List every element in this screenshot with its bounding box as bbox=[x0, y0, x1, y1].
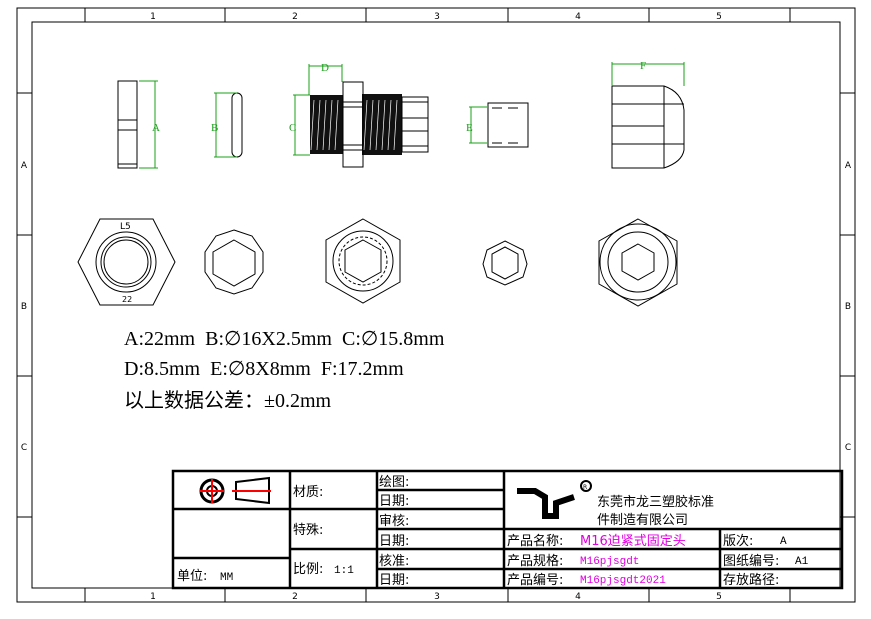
row-label: C bbox=[21, 443, 27, 453]
row-label: A bbox=[21, 161, 28, 171]
approve-label: 核准: bbox=[379, 554, 409, 569]
outer-border bbox=[16, 7, 856, 603]
version-label: 版次: bbox=[723, 533, 753, 549]
unit-label: 单位: bbox=[177, 569, 207, 584]
seal-top-view bbox=[204, 229, 264, 295]
dim-label-b: B bbox=[211, 122, 218, 134]
scale-value: 1:1 bbox=[334, 565, 354, 577]
col-label: 3 bbox=[434, 12, 440, 22]
col-label: 1 bbox=[150, 12, 156, 22]
dim-label-c: C bbox=[289, 122, 296, 134]
spec-line-2: D:8.5mm E:∅8X8mm F:17.2mm bbox=[124, 358, 404, 380]
col-label: 4 bbox=[575, 12, 581, 22]
nut-side-view: A bbox=[117, 80, 160, 169]
col-label: 5 bbox=[716, 592, 722, 602]
product-code: M16pjsgdt2021 bbox=[580, 575, 666, 587]
col-label: 2 bbox=[292, 592, 298, 602]
drawn-label: 绘图: bbox=[379, 475, 409, 490]
special-label: 特殊: bbox=[293, 523, 323, 538]
nut-top-view: L5 22 bbox=[77, 218, 176, 306]
dim-label-f: F bbox=[640, 60, 646, 72]
title-block bbox=[171, 469, 844, 590]
col-label: 3 bbox=[434, 592, 440, 602]
spec-line-3: 以上数据公差：±0.2mm bbox=[124, 389, 332, 412]
svg-text:R: R bbox=[583, 484, 587, 491]
svg-text:22: 22 bbox=[122, 295, 132, 304]
product-name: M16迫紧式固定头 bbox=[580, 534, 686, 549]
unit-value: MM bbox=[220, 572, 233, 584]
dim-label-e: E bbox=[466, 122, 473, 134]
insert-top-view bbox=[482, 240, 528, 286]
product-spec-label: 产品规格: bbox=[507, 553, 563, 569]
scale-label: 比例: bbox=[293, 562, 323, 577]
col-label: 4 bbox=[575, 592, 581, 602]
row-label: B bbox=[21, 302, 27, 312]
company-name-line-1: 东莞市龙三塑胶标准 bbox=[597, 494, 714, 510]
projection-symbol bbox=[199, 476, 271, 505]
cap-nut-top-view bbox=[598, 218, 678, 307]
company-name-line-2: 件制造有限公司 bbox=[597, 513, 688, 528]
product-name-label: 产品名称: bbox=[507, 533, 563, 549]
date-label: 日期: bbox=[379, 573, 409, 588]
body-top-view bbox=[325, 218, 401, 304]
drawing-no-label: 图纸编号: bbox=[723, 554, 779, 569]
row-label: C bbox=[845, 443, 851, 453]
body-side-view: D C bbox=[289, 62, 429, 168]
row-label: A bbox=[845, 161, 852, 171]
seal-side-view: B bbox=[211, 92, 243, 158]
date-label: 日期: bbox=[379, 494, 409, 509]
spec-line-1: A:22mm B:∅16X2.5mm C:∅15.8mm bbox=[124, 328, 445, 350]
insert-side-view: E bbox=[466, 102, 529, 148]
version-value: A bbox=[780, 536, 787, 548]
product-spec: M16pjsgdt bbox=[580, 556, 639, 568]
row-label: B bbox=[845, 302, 851, 312]
dim-label-a: A bbox=[152, 122, 160, 134]
col-label: 5 bbox=[716, 12, 722, 22]
material-label: 材质: bbox=[293, 485, 323, 500]
company-logo: R bbox=[517, 480, 592, 519]
storage-path-label: 存放路径: bbox=[723, 572, 779, 588]
drawing-no-value: A1 bbox=[795, 556, 809, 568]
cap-nut-side-view: F bbox=[611, 60, 685, 169]
col-label: 2 bbox=[292, 12, 298, 22]
col-label: 1 bbox=[150, 592, 156, 602]
product-code-label: 产品编号: bbox=[507, 573, 563, 588]
date-label: 日期: bbox=[379, 534, 409, 549]
dim-label-d: D bbox=[321, 62, 329, 74]
svg-text:L5: L5 bbox=[120, 222, 131, 232]
review-label: 审核: bbox=[379, 514, 409, 529]
